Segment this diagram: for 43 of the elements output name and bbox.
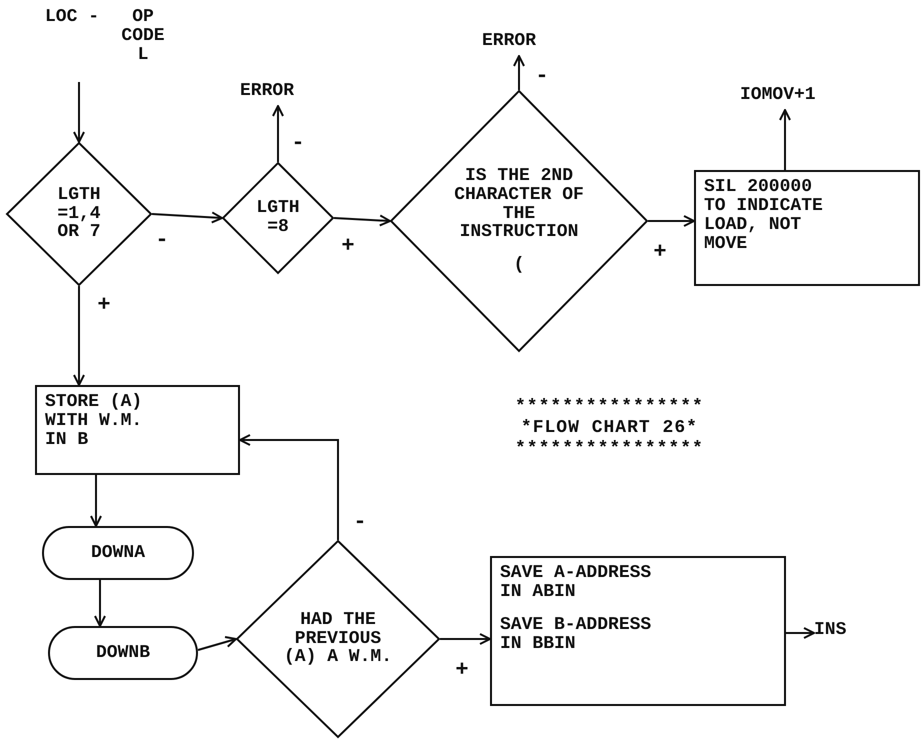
process-box [35, 385, 240, 475]
label-text: INS [814, 621, 846, 640]
decision-diamond [390, 90, 648, 352]
decision-text: LGTH =8 [255, 199, 301, 237]
banner-text: *FLOW CHART 26* [520, 418, 698, 438]
arrow [152, 211, 223, 224]
arrow [334, 214, 391, 226]
arrow [440, 633, 491, 645]
decision-text: HAD THE PREVIOUS (A) A W.M. [283, 610, 393, 668]
banner-text: **************** [515, 440, 704, 459]
label-text: LOC - [45, 8, 100, 27]
process-text: SIL 200000 TO INDICATE LOAD, NOT MOVE [704, 178, 824, 254]
decision-text: LGTH =1,4 OR 7 [56, 186, 102, 242]
subroutine-terminal [48, 626, 198, 680]
process-text: SAVE A-ADDRESS IN ABIN [500, 564, 652, 602]
banner-text: **************** [515, 398, 704, 417]
arrow [239, 434, 339, 540]
process-text: STORE (A) WITH W.M. IN B [45, 393, 144, 450]
arrow [648, 215, 695, 227]
arrow [272, 105, 284, 162]
decision-diamond [6, 142, 152, 286]
decision-text: ( [514, 256, 524, 276]
arrow [513, 55, 525, 90]
process-box [490, 556, 786, 706]
label-text: IOMOV+1 [740, 86, 816, 105]
subroutine-terminal [42, 526, 194, 580]
terminal-text: DOWNB [96, 644, 150, 662]
label-text: OP CODE L [120, 8, 166, 65]
arrow [90, 475, 102, 527]
process-box [694, 170, 920, 286]
label-text: ERROR [240, 82, 294, 101]
decision-diamond [236, 540, 440, 738]
arrow [94, 580, 106, 627]
process-text: SAVE B-ADDRESS IN BBIN [500, 616, 652, 654]
arrow [73, 82, 85, 143]
arrow [786, 627, 815, 639]
decision-text: IS THE 2ND CHARACTER OF THE INSTRUCTION [453, 166, 585, 242]
arrow [779, 109, 791, 170]
arrow [198, 636, 237, 651]
arrow [73, 286, 85, 386]
decision-diamond [222, 162, 334, 274]
label-text: ERROR [482, 32, 536, 51]
terminal-text: DOWNA [90, 544, 145, 562]
